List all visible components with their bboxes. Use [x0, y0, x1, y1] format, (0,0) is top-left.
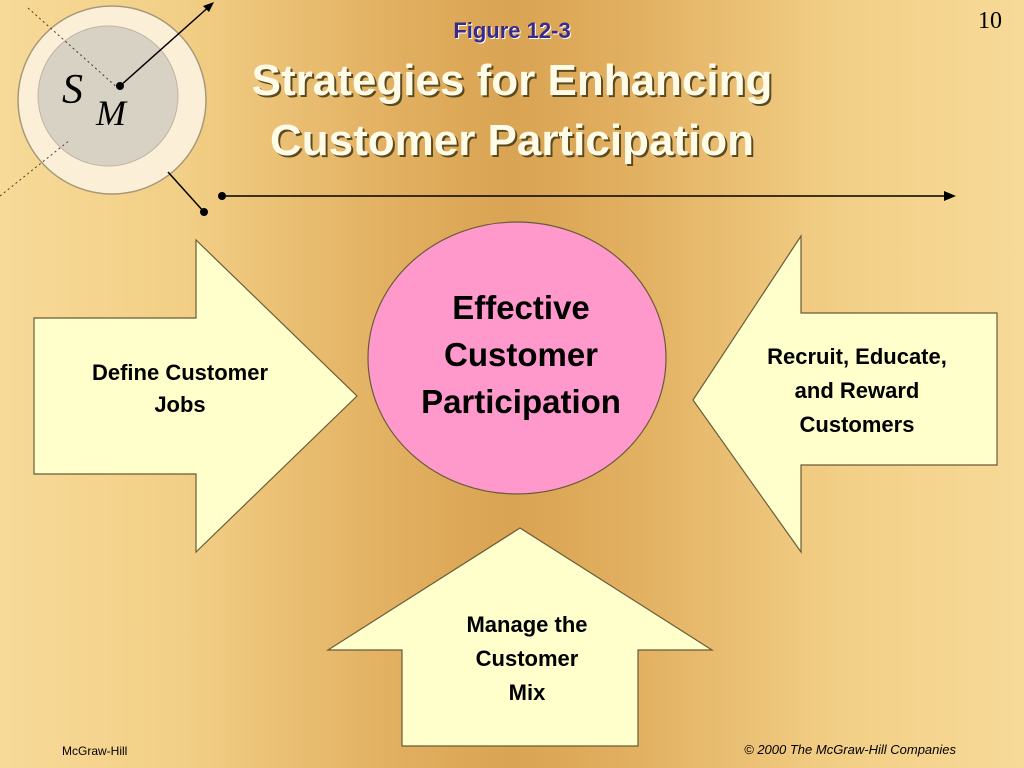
title-rule-arrow-head-icon [944, 191, 956, 201]
slide-number: 10 [978, 8, 1002, 34]
logo-letter-m: M [96, 93, 126, 133]
footer-copyright: © 2000 The McGraw-Hill Companies [744, 742, 956, 757]
logo-arrow-line [119, 3, 213, 87]
logo-emblem [0, 2, 214, 216]
slide-title-line-1: Strategies for Enhancing [251, 56, 773, 105]
logo-inner-disc [37, 25, 179, 167]
title-rule [218, 191, 956, 201]
left-arrow-label: Define Customer Jobs [44, 357, 316, 421]
left-arrow-line: Define Customer [91, 360, 269, 385]
footer-publisher: McGraw-Hill [62, 744, 128, 758]
bottom-arrow-shape [325, 527, 715, 747]
title-rule-dot [218, 192, 226, 200]
right-arrow-line: Customers [799, 412, 915, 437]
center-node-label: Effective Customer Participation [390, 284, 652, 425]
figure-label: Figure 12-3 [453, 18, 571, 43]
left-arrow-line: Jobs [154, 392, 206, 417]
logo-arrow-head-icon [203, 2, 214, 12]
logo-dotted-line [27, 7, 121, 91]
center-node-line: Participation [421, 383, 621, 420]
right-arrow-shape [692, 233, 998, 554]
right-arrow-label: Recruit, Educate, and Reward Customers [712, 340, 1002, 442]
left-arrow-shape [33, 238, 358, 554]
bottom-arrow-line: Customer [475, 646, 579, 671]
slide-title-line-2: Customer Participation [269, 116, 755, 165]
center-ellipse [367, 221, 667, 495]
center-node-line: Effective [452, 289, 590, 326]
right-arrow-line: Recruit, Educate, [767, 344, 947, 369]
right-arrow-line: and Reward [794, 378, 920, 403]
bottom-arrow-label: Manage the Customer Mix [412, 608, 642, 710]
bottom-arrow-line: Mix [508, 680, 546, 705]
center-node-line: Customer [443, 336, 599, 373]
bottom-arrow-line: Manage the [466, 612, 588, 637]
logo-tail-dot [200, 208, 208, 216]
logo-tail-line [167, 171, 205, 213]
logo-center-dot [116, 82, 124, 90]
logo-letter-s: S [62, 67, 83, 113]
